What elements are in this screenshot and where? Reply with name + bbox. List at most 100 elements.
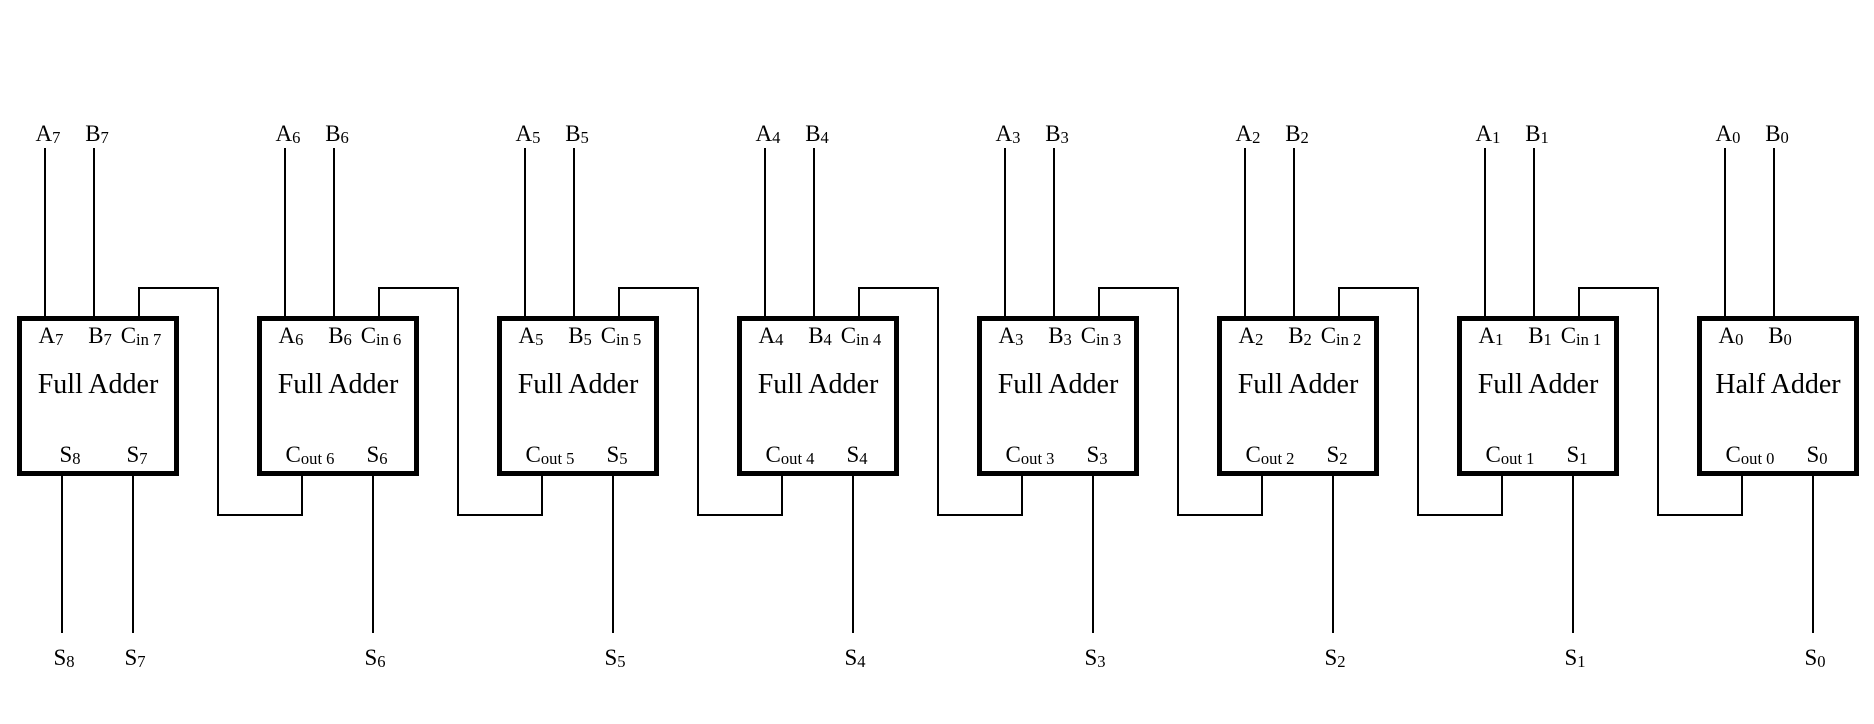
wire-output-s4 xyxy=(852,474,854,633)
carry-cin1-stub xyxy=(1578,287,1580,317)
carry-cout3-drop xyxy=(1021,474,1023,516)
wire-input-a6 xyxy=(284,148,286,317)
pin-label-b4: B4 xyxy=(808,323,832,349)
carry-cout1-drop xyxy=(1501,474,1503,516)
pin-label-cout6: Cout 6 xyxy=(285,442,335,468)
block-title: Full Adder xyxy=(1237,369,1359,400)
wire-input-a0 xyxy=(1724,148,1726,317)
pin-label-cin3: Cin 3 xyxy=(1080,323,1122,349)
pin-label-s3: S3 xyxy=(1086,442,1108,468)
carry-cin4-top xyxy=(858,287,939,289)
carry-cin2-stub xyxy=(1338,287,1340,317)
full-adder-bit4-box: A4 B4 Cin 4 Full Adder Cout 4 S4 xyxy=(737,316,899,476)
pin-label-a0: A0 xyxy=(1718,323,1744,349)
full-adder-bit5-box: A5 B5 Cin 5 Full Adder Cout 5 S5 xyxy=(497,316,659,476)
input-label-b4: B4 xyxy=(805,121,829,147)
pin-label-s0: S0 xyxy=(1806,442,1828,468)
input-label-a5: A5 xyxy=(515,121,541,147)
carry-cout6-bottom xyxy=(217,514,303,516)
wire-input-b0 xyxy=(1773,148,1775,317)
wire-input-a3 xyxy=(1004,148,1006,317)
carry-cout2-riser xyxy=(1177,287,1179,516)
input-label-b1: B1 xyxy=(1525,121,1549,147)
input-label-a0: A0 xyxy=(1715,121,1741,147)
wire-output-s3 xyxy=(1092,474,1094,633)
pin-label-s2: S2 xyxy=(1326,442,1348,468)
carry-cout4-riser xyxy=(697,287,699,516)
pin-label-s5: S5 xyxy=(606,442,628,468)
pin-label-a6: A6 xyxy=(278,323,304,349)
pin-label-cin4: Cin 4 xyxy=(840,323,882,349)
carry-cin3-top xyxy=(1098,287,1179,289)
pin-label-b5: B5 xyxy=(568,323,592,349)
pin-label-b0: B0 xyxy=(1768,323,1792,349)
pin-label-b2: B2 xyxy=(1288,323,1312,349)
carry-cout5-drop xyxy=(541,474,543,516)
input-label-b7: B7 xyxy=(85,121,109,147)
carry-cin7-stub xyxy=(138,287,140,317)
pin-label-cin7: Cin 7 xyxy=(120,323,162,349)
carry-cout0-bottom xyxy=(1657,514,1743,516)
carry-cout5-riser xyxy=(457,287,459,516)
pin-label-cout0: Cout 0 xyxy=(1725,442,1775,468)
pin-label-cout2: Cout 2 xyxy=(1245,442,1295,468)
wire-input-a7 xyxy=(44,148,46,317)
carry-cin6-stub xyxy=(378,287,380,317)
pin-label-a2: A2 xyxy=(1238,323,1264,349)
block-title: Full Adder xyxy=(277,369,399,400)
full-adder-bit7-box: A7 B7 Cin 7 Full Adder S8 S7 xyxy=(17,316,179,476)
pin-label-cin2: Cin 2 xyxy=(1320,323,1362,349)
wire-input-b4 xyxy=(813,148,815,317)
carry-cout6-drop xyxy=(301,474,303,516)
pin-label-s1: S1 xyxy=(1566,442,1588,468)
wire-input-a2 xyxy=(1244,148,1246,317)
output-label-s2: S2 xyxy=(1324,645,1346,671)
carry-cout2-drop xyxy=(1261,474,1263,516)
pin-label-cin1: Cin 1 xyxy=(1560,323,1602,349)
carry-cin7-top xyxy=(138,287,219,289)
wire-output-s1 xyxy=(1572,474,1574,633)
pin-label-cout1: Cout 1 xyxy=(1485,442,1535,468)
full-adder-bit3-box: A3 B3 Cin 3 Full Adder Cout 3 S3 xyxy=(977,316,1139,476)
pin-label-cout5: Cout 5 xyxy=(525,442,575,468)
pin-label-s8: S8 xyxy=(59,442,81,468)
carry-cin5-stub xyxy=(618,287,620,317)
wire-input-b5 xyxy=(573,148,575,317)
input-label-a6: A6 xyxy=(275,121,301,147)
carry-cout3-riser xyxy=(937,287,939,516)
carry-cout4-drop xyxy=(781,474,783,516)
carry-cin3-stub xyxy=(1098,287,1100,317)
carry-cin2-top xyxy=(1338,287,1419,289)
pin-label-cout3: Cout 3 xyxy=(1005,442,1055,468)
wire-output-s6 xyxy=(372,474,374,633)
carry-cout1-riser xyxy=(1417,287,1419,516)
carry-cout3-bottom xyxy=(937,514,1023,516)
input-label-a1: A1 xyxy=(1475,121,1501,147)
carry-cin4-stub xyxy=(858,287,860,317)
wire-input-b1 xyxy=(1533,148,1535,317)
pin-label-b3: B3 xyxy=(1048,323,1072,349)
wire-input-a1 xyxy=(1484,148,1486,317)
input-label-b0: B0 xyxy=(1765,121,1789,147)
pin-label-s7: S7 xyxy=(126,442,148,468)
block-title: Full Adder xyxy=(997,369,1119,400)
pin-label-b1: B1 xyxy=(1528,323,1552,349)
pin-label-a3: A3 xyxy=(998,323,1024,349)
output-label-s0: S0 xyxy=(1804,645,1826,671)
wire-input-a5 xyxy=(524,148,526,317)
pin-label-a5: A5 xyxy=(518,323,544,349)
pin-label-cin6: Cin 6 xyxy=(360,323,402,349)
carry-cout2-bottom xyxy=(1177,514,1263,516)
output-label-s8: S8 xyxy=(53,645,75,671)
input-label-b3: B3 xyxy=(1045,121,1069,147)
wire-input-a4 xyxy=(764,148,766,317)
output-label-s1: S1 xyxy=(1564,645,1586,671)
pin-label-a4: A4 xyxy=(758,323,784,349)
input-label-b5: B5 xyxy=(565,121,589,147)
wire-output-s7 xyxy=(132,474,134,633)
carry-cin5-top xyxy=(618,287,699,289)
carry-cout5-bottom xyxy=(457,514,543,516)
input-label-a7: A7 xyxy=(35,121,61,147)
pin-label-cin5: Cin 5 xyxy=(600,323,642,349)
